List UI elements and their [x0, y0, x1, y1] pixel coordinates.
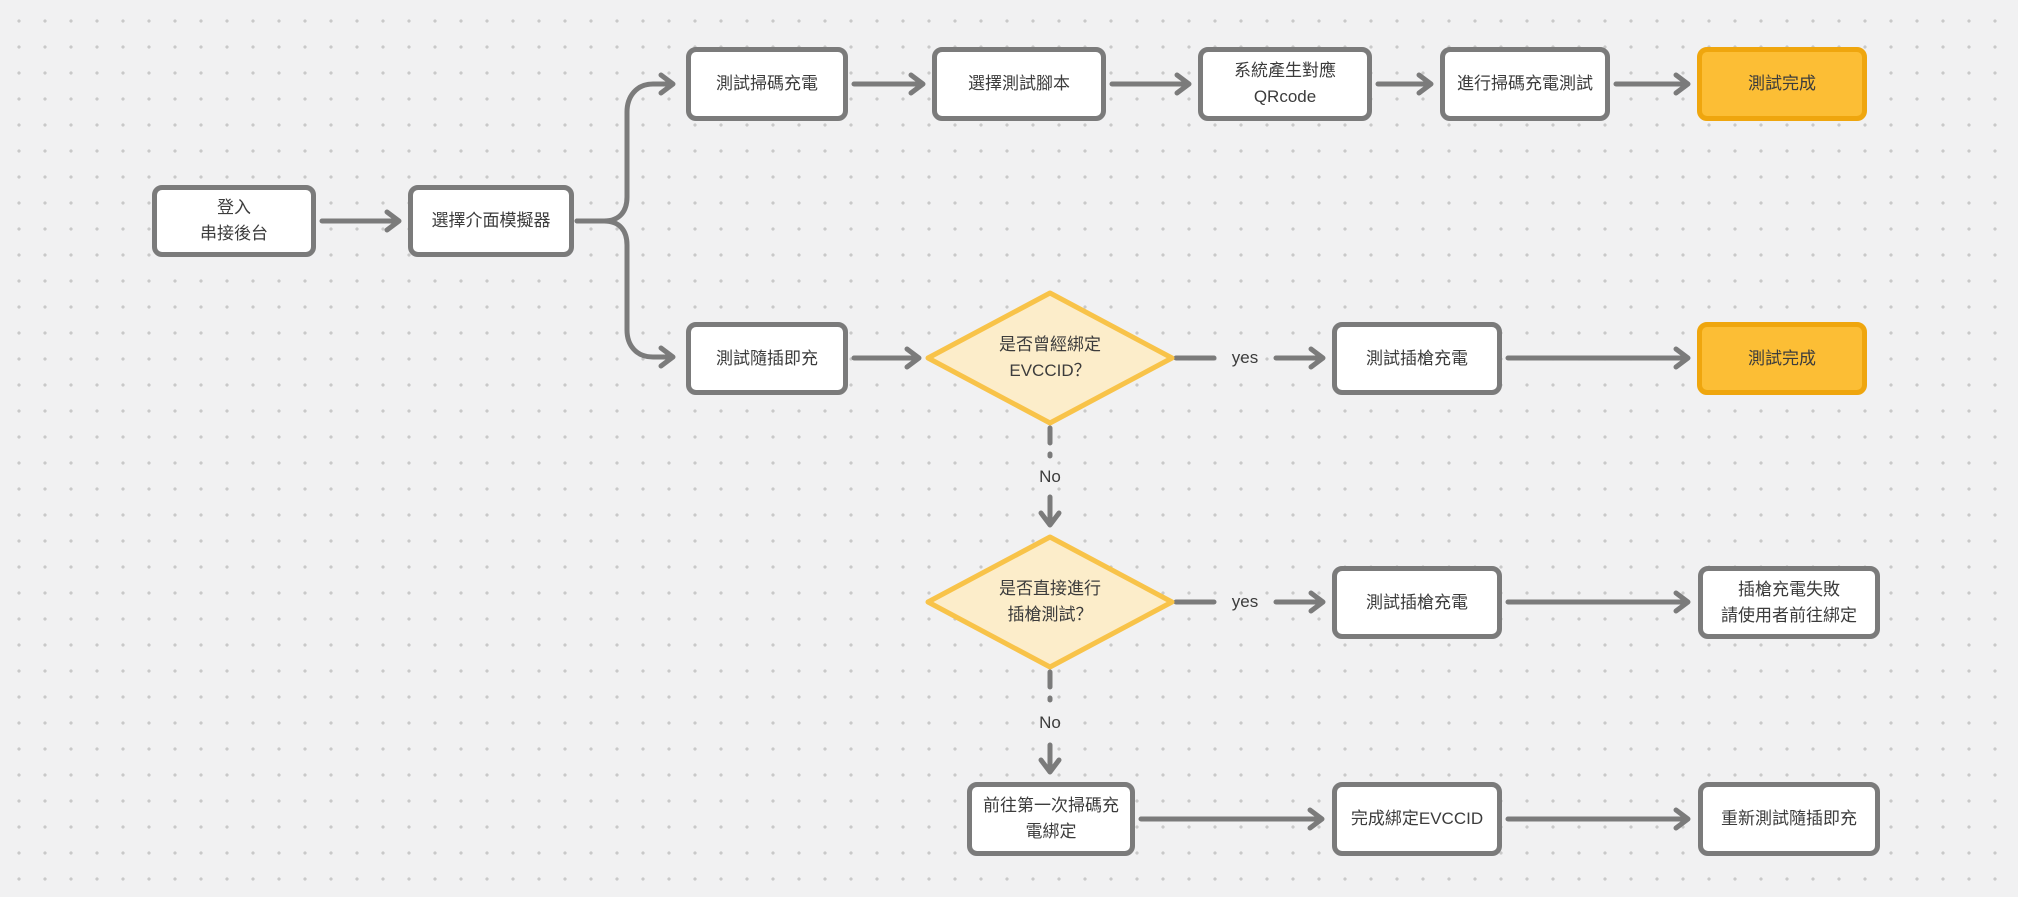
node-label: 測試插槍充電 — [1366, 592, 1468, 612]
node-label: 請使用者前往綁定 — [1721, 605, 1857, 625]
node-label: 測試插槍充電 — [1366, 348, 1468, 368]
node-first-scan-bind[interactable]: 前往第一次掃碼充 電綁定 — [967, 782, 1135, 856]
node-test-plug-and-charge[interactable]: 測試隨插即充 — [686, 322, 848, 395]
node-label: 測試完成 — [1748, 74, 1816, 93]
edge-label-no-1: No — [1039, 467, 1061, 486]
node-label: 串接後台 — [200, 224, 268, 243]
node-label: EVCCID？ — [1009, 361, 1091, 380]
decision-direct-gun-test-label: 是否直接進行 插槍測試？ — [930, 564, 1170, 640]
node-label: 是否曾經綁定 — [999, 335, 1101, 354]
node-login-backend[interactable]: 登入 串接後台 — [152, 185, 316, 257]
node-select-test-script[interactable]: 選擇測試腳本 — [932, 47, 1106, 121]
node-test-gun-charge-2[interactable]: 測試插槍充電 — [1332, 566, 1502, 639]
node-label: 測試完成 — [1748, 348, 1816, 368]
node-label: 是否直接進行 — [999, 579, 1101, 598]
node-label: 選擇測試腳本 — [968, 74, 1070, 93]
node-gun-charge-fail[interactable]: 插槍充電失敗 請使用者前往綁定 — [1698, 566, 1880, 639]
node-label: 進行掃碼充電測試 — [1457, 74, 1593, 93]
node-label: 測試掃碼充電 — [716, 74, 818, 93]
edge-label-no-2: No — [1039, 713, 1061, 732]
edge-branch-down — [574, 218, 676, 369]
node-label: 選擇介面模擬器 — [431, 211, 551, 230]
node-label: QRcode — [1253, 87, 1317, 106]
decision-bound-evccid[interactable] — [925, 290, 1175, 426]
node-test-scan-charge[interactable]: 測試掃碼充電 — [686, 47, 848, 121]
node-label: 系統產生對應 — [1234, 61, 1336, 80]
edge-label-yes-2: yes — [1231, 592, 1259, 611]
node-test-done-mid[interactable]: 測試完成 — [1697, 322, 1867, 395]
edge-label-yes-1: yes — [1231, 348, 1259, 367]
node-label: 完成綁定EVCCID — [1350, 809, 1484, 828]
node-label: 前往第一次掃碼充 — [983, 796, 1119, 815]
node-label: 重新測試隨插即充 — [1721, 809, 1857, 828]
node-test-done-top[interactable]: 測試完成 — [1697, 47, 1867, 121]
decision-direct-gun-test[interactable] — [925, 534, 1175, 670]
decision-bound-evccid-label: 是否曾經綁定 EVCCID？ — [930, 320, 1170, 396]
node-test-gun-charge-1[interactable]: 測試插槍充電 — [1332, 322, 1502, 395]
node-label: 電綁定 — [1025, 822, 1077, 841]
node-label: 測試隨插即充 — [716, 348, 818, 368]
node-complete-bind-evccid[interactable]: 完成綁定EVCCID — [1332, 782, 1502, 856]
node-label: 登入 — [217, 198, 251, 217]
node-run-scan-charge-test[interactable]: 進行掃碼充電測試 — [1440, 47, 1610, 121]
edge-branch-up — [574, 72, 676, 224]
node-select-simulator[interactable]: 選擇介面模擬器 — [408, 185, 574, 257]
node-system-qrcode[interactable]: 系統產生對應 QRcode — [1198, 47, 1372, 121]
node-label: 插槍測試？ — [1007, 605, 1093, 624]
node-label: 插槍充電失敗 — [1738, 579, 1840, 599]
node-retest-plug-charge[interactable]: 重新測試隨插即充 — [1698, 782, 1880, 856]
